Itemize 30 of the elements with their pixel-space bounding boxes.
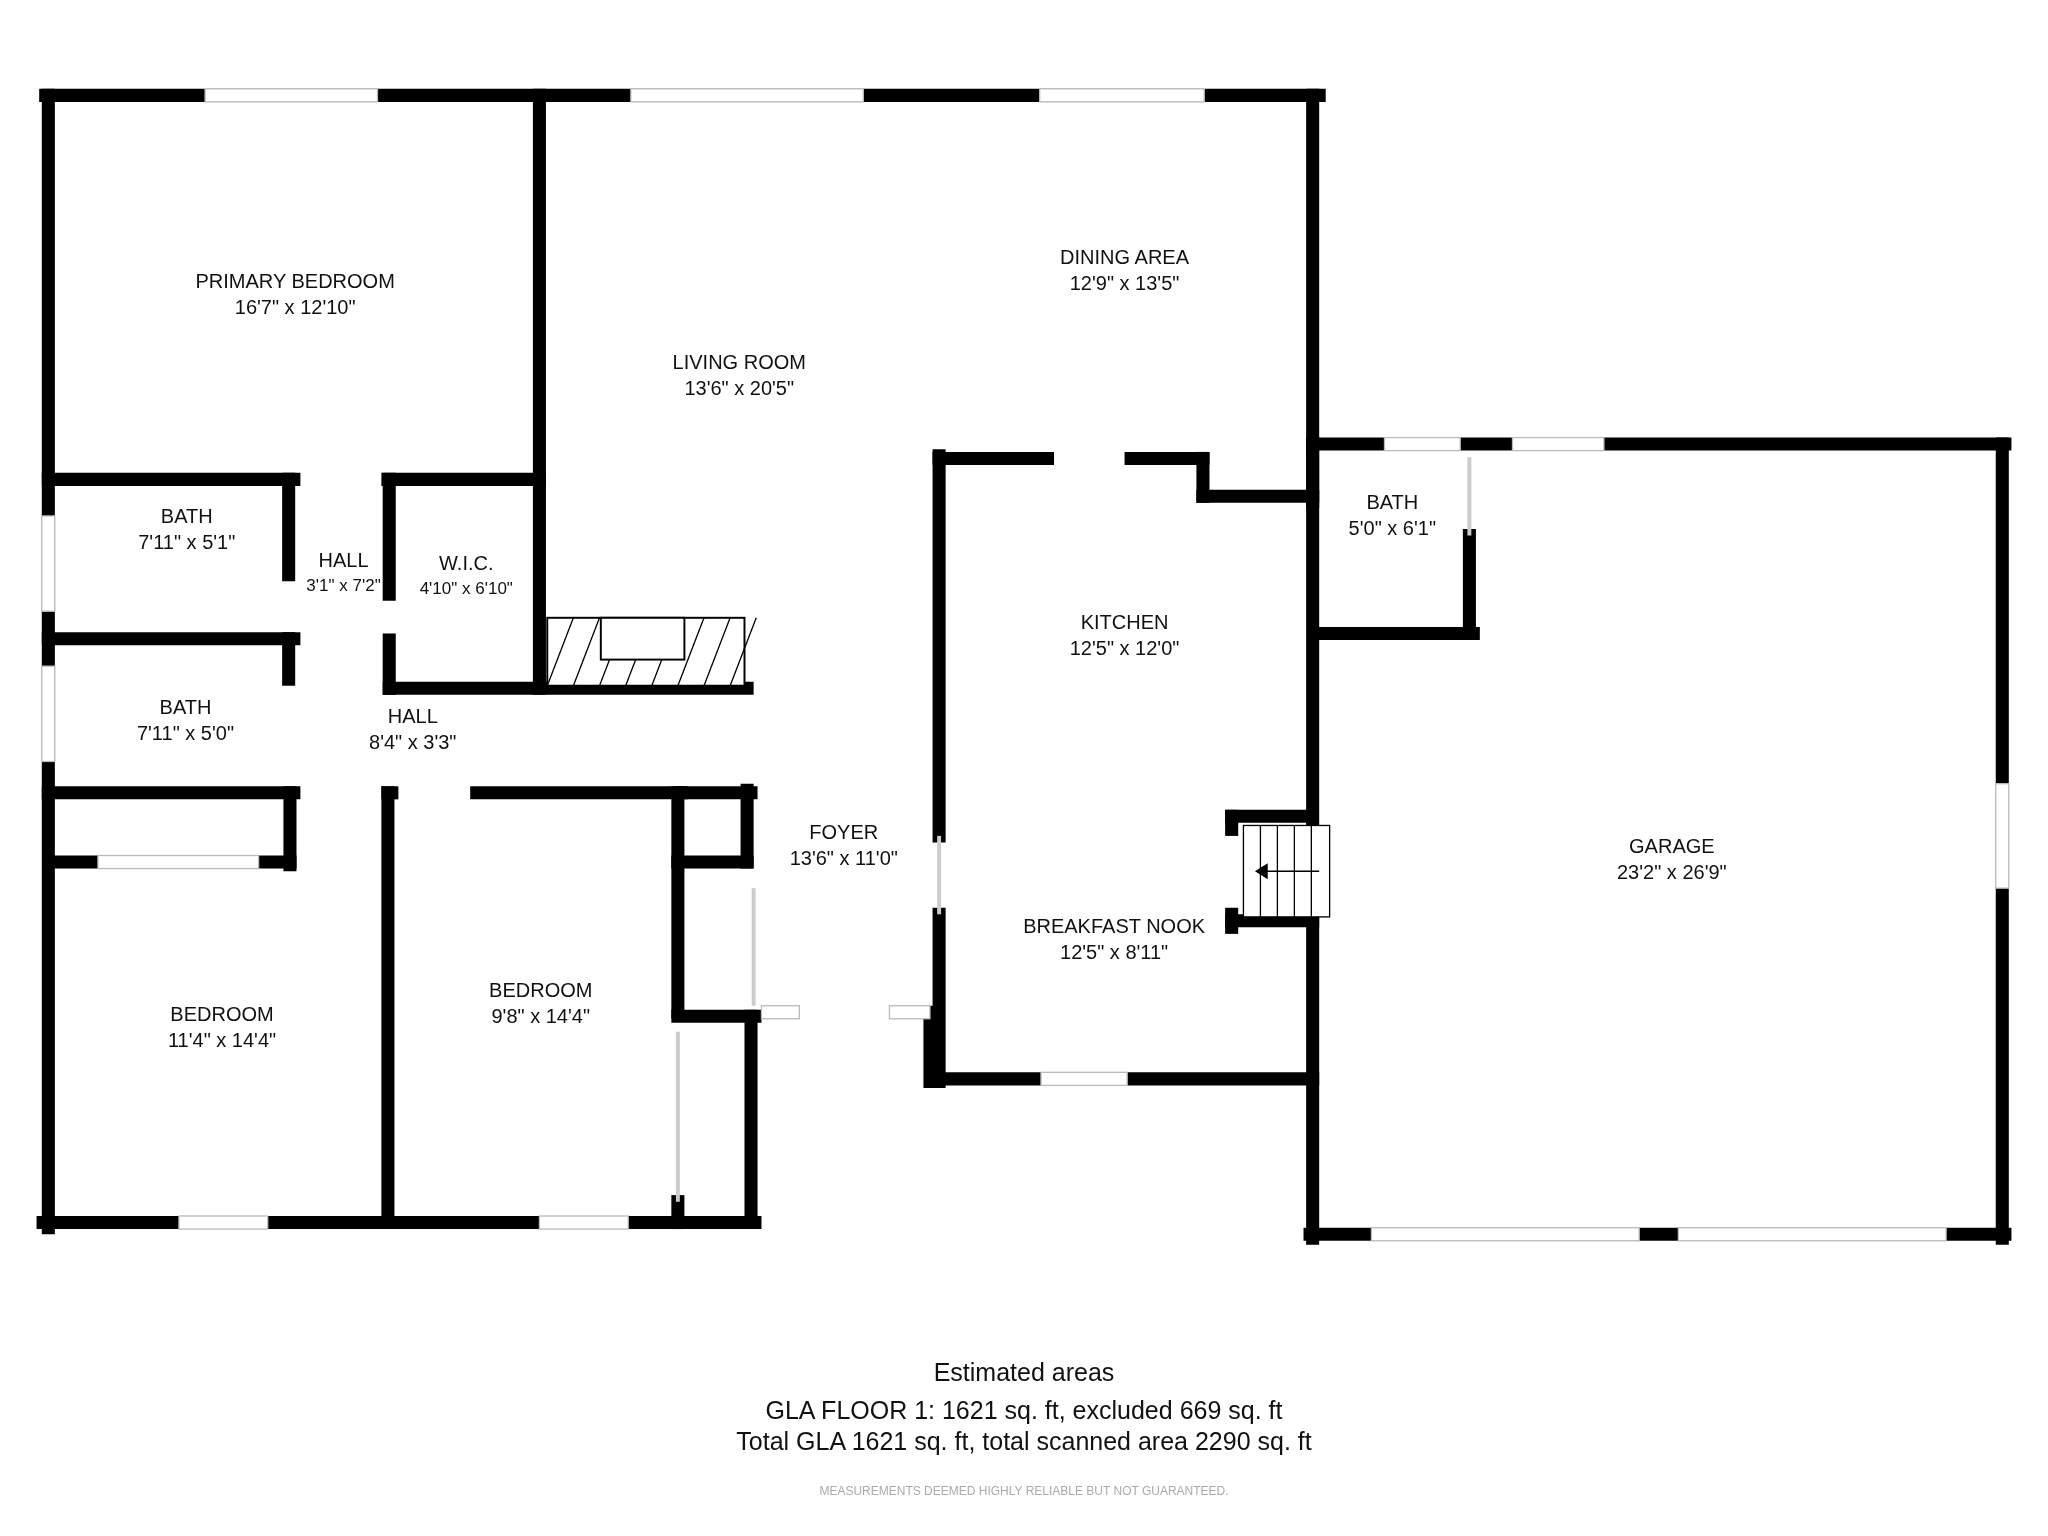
room-dimensions: 13'6" x 11'0" xyxy=(789,847,898,870)
room-name: DINING AREA xyxy=(1060,246,1189,269)
area-summary: Estimated areas xyxy=(933,1359,1115,1387)
room-name: LIVING ROOM xyxy=(672,350,806,373)
room-dimensions: 12'5" x 8'11" xyxy=(1060,941,1169,964)
room-dimensions: 9'8" x 14'4" xyxy=(491,1005,590,1028)
room-dimensions: 7'11" x 5'0" xyxy=(136,721,234,744)
room-dimensions: 8'4" x 3'3" xyxy=(369,730,457,753)
room-name: HALL xyxy=(387,704,438,727)
room-dimensions: 12'5" x 12'0" xyxy=(1069,636,1180,659)
room-name: BEDROOM xyxy=(170,1002,274,1025)
disclaimer-note: MEASUREMENTS DEEMED HIGHLY RELIABLE BUT NOT GUARANTEED. xyxy=(819,1485,1229,1499)
room-name: BATH xyxy=(159,695,212,718)
room-name: BATH xyxy=(160,504,213,527)
room-dimensions: 7'11" x 5'1" xyxy=(138,531,236,554)
area-summary: Total GLA 1621 sq. ft, total scanned area 2290 sq. ft xyxy=(736,1428,1312,1456)
room-dimensions: 5'0" x 6'1" xyxy=(1348,516,1437,539)
room-name: BEDROOM xyxy=(489,979,593,1002)
room-dimensions: 13'6" x 20'5" xyxy=(684,376,795,399)
room-dimensions: 11'4" x 14'4" xyxy=(167,1028,277,1051)
room-dimensions: 16'7" x 12'10" xyxy=(234,295,356,318)
room-name: KITCHEN xyxy=(1080,610,1169,633)
room-name: BATH xyxy=(1366,490,1419,513)
room-name: GARAGE xyxy=(1629,835,1715,858)
area-summary: GLA FLOOR 1: 1621 sq. ft, excluded 669 sq. ft xyxy=(765,1396,1283,1425)
room-dimensions: 23'2" x 26'9" xyxy=(1617,861,1727,884)
room-name: FOYER xyxy=(809,821,879,843)
room-dimensions: 12'9" x 13'5" xyxy=(1069,272,1180,295)
room-name: BREAKFAST NOOK xyxy=(1023,915,1206,938)
room-name: PRIMARY BEDROOM xyxy=(195,269,395,292)
